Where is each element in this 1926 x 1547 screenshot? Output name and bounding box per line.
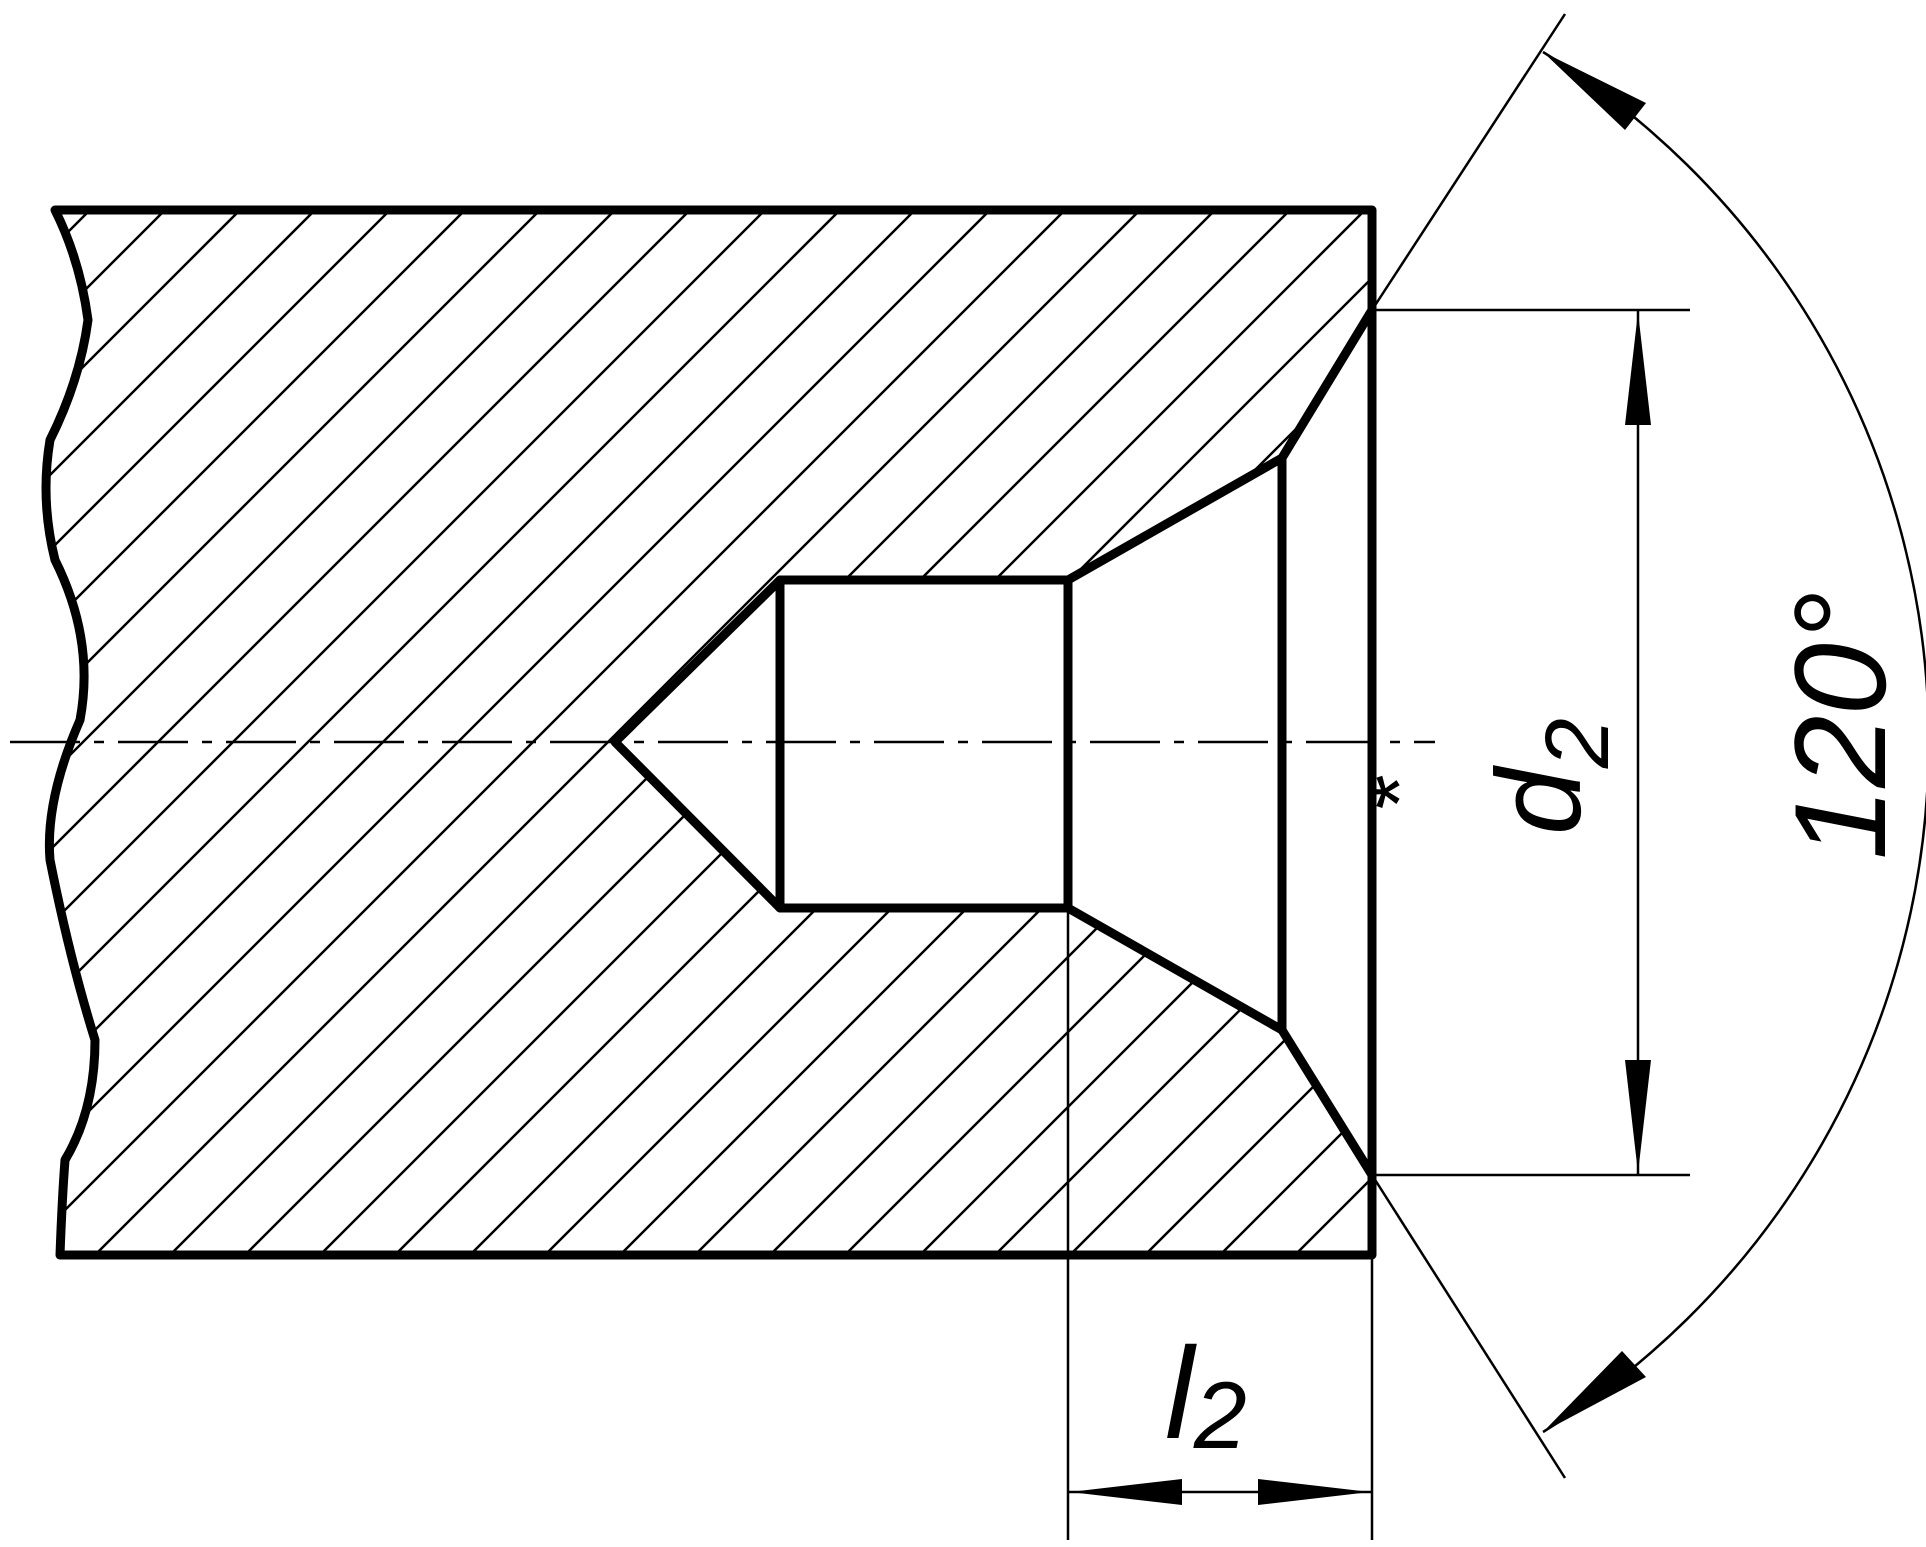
hatch-line	[46, 210, 376, 1255]
hatch-line	[46, 210, 1201, 1255]
l2-arrow-left	[1070, 1479, 1182, 1505]
hatch-line	[46, 210, 526, 1255]
hatch-line	[46, 210, 601, 1255]
angle-arrow-bottom	[1543, 1351, 1646, 1432]
hatch-line	[46, 210, 1372, 1255]
hatch-line	[46, 210, 901, 1255]
angle-arrow-top	[1543, 52, 1646, 130]
hatch-line	[46, 210, 1276, 1255]
part-outline	[41, 205, 1377, 1260]
angle-extension-line-bottom	[1370, 1174, 1567, 1479]
hatch-line	[46, 210, 976, 1255]
hatch-line	[46, 210, 1051, 1255]
d2-label: d2*	[1350, 718, 1628, 835]
hatch-line	[724, 210, 1372, 1255]
hatch-line	[46, 210, 1126, 1255]
d2-arrow-bottom	[1625, 1060, 1651, 1173]
angle-dimension-arc	[1542, 50, 1926, 1434]
l2-arrow-right	[1258, 1479, 1370, 1505]
hatch-line	[46, 210, 1372, 1255]
hatch-line	[499, 210, 1372, 1255]
hatch-line	[46, 210, 1372, 1255]
angle-label: 120°	[1767, 591, 1913, 860]
hatch-line	[49, 210, 1372, 1255]
angle-extension-line-top	[1370, 13, 1567, 311]
l2-label: l2	[1165, 1320, 1247, 1469]
hatch-line	[46, 210, 301, 1255]
hatch-line	[274, 210, 1372, 1255]
hatch-line	[46, 210, 1351, 1255]
hatch-line	[46, 210, 226, 1255]
hatch-line	[46, 210, 751, 1255]
hatch-line	[46, 210, 451, 1255]
d2-arrow-top	[1625, 312, 1651, 425]
hatch-line	[46, 210, 826, 1255]
hatch-line	[46, 210, 676, 1255]
hatch-line	[649, 210, 1372, 1255]
